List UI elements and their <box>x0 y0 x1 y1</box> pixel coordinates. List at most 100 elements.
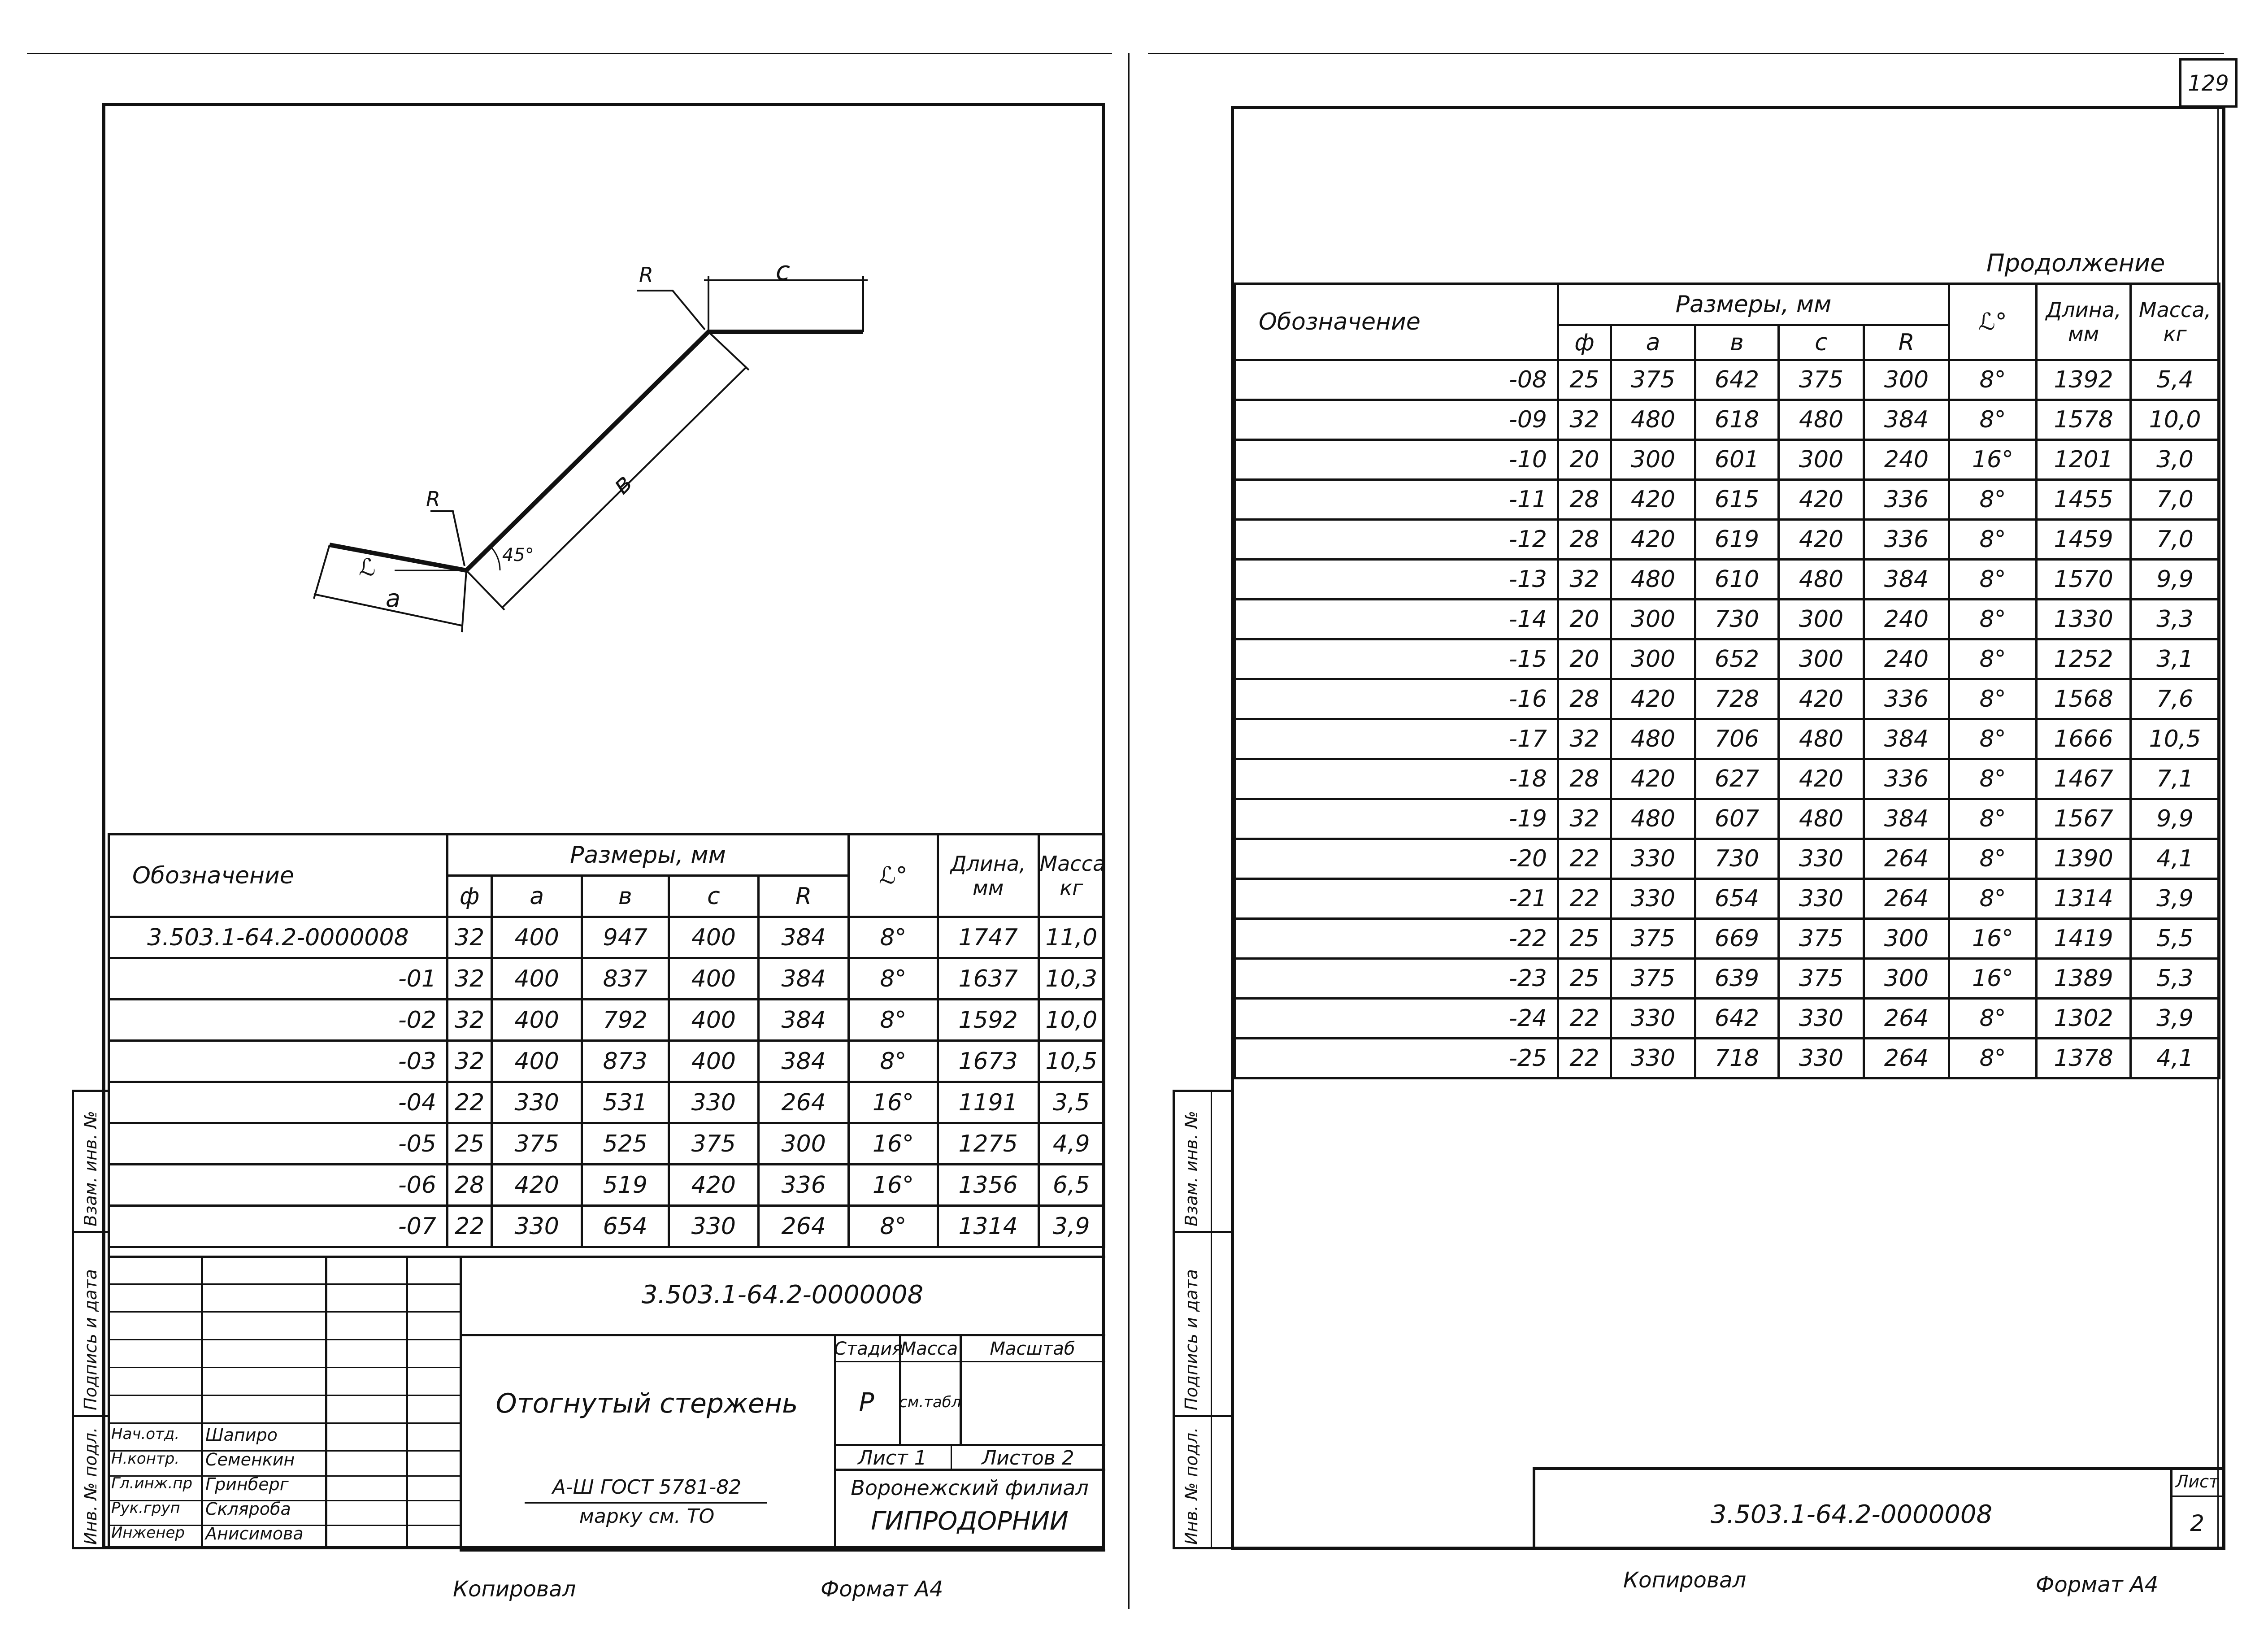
cell-alpha: 8° <box>1948 598 2038 640</box>
cell-length: 1201 <box>2035 439 2132 481</box>
cell-a: 300 <box>1610 598 1696 640</box>
col-header-length: Длина, мм <box>936 833 1040 918</box>
cell-mass: 3,9 <box>1037 1204 1106 1248</box>
dim-label-a: a <box>386 584 401 613</box>
right-sheet-label: Лист <box>2175 1472 2219 1491</box>
cell-r: 264 <box>1862 878 1951 920</box>
cell-des: -12 <box>1234 518 1559 561</box>
stamp-signature-date: Подпись и дата <box>81 1269 100 1410</box>
signer-role: Нач.отд. <box>111 1425 180 1443</box>
center-divider <box>1128 53 1130 1609</box>
radius-label-top: R <box>639 263 653 287</box>
tb-line <box>108 1422 460 1424</box>
cell-a: 480 <box>1610 718 1696 760</box>
cell-mass: 3,3 <box>2129 598 2221 640</box>
cell-a: 375 <box>1610 917 1696 960</box>
cell-a: 480 <box>1610 399 1696 441</box>
cell-c: 330 <box>1777 1037 1865 1079</box>
cell-phi: 32 <box>446 957 493 1000</box>
cell-a: 400 <box>491 998 583 1042</box>
cell-alpha: 8° <box>1948 718 2038 760</box>
cell-length: 1455 <box>2035 478 2132 521</box>
cell-des: -15 <box>1234 638 1559 680</box>
cell-b: 525 <box>581 1122 670 1165</box>
signer-role: Инженер <box>111 1524 185 1542</box>
cell-r: 300 <box>1862 957 1951 1000</box>
cell-mass: 3,0 <box>2129 439 2221 481</box>
cell-length: 1191 <box>936 1081 1040 1124</box>
cell-mass: 9,9 <box>2129 558 2221 600</box>
cell-a: 480 <box>1610 558 1696 600</box>
cell-mass: 9,9 <box>2129 798 2221 840</box>
cell-c: 420 <box>1777 678 1865 720</box>
cell-a: 420 <box>1610 478 1696 521</box>
tb-line <box>834 1334 836 1549</box>
cell-a: 300 <box>1610 638 1696 680</box>
dim-label-c: c <box>776 256 790 286</box>
cell-r: 336 <box>1862 758 1951 800</box>
cell-alpha: 8° <box>1948 878 2038 920</box>
cell-r: 264 <box>757 1204 850 1248</box>
right-copied-by: Копировал <box>1623 1568 1747 1593</box>
cell-length: 1568 <box>2035 678 2132 720</box>
cell-b: 654 <box>581 1204 670 1248</box>
cell-length: 1392 <box>2035 359 2132 401</box>
cell-b: 792 <box>581 998 670 1042</box>
cell-c: 420 <box>1777 478 1865 521</box>
cell-des: -21 <box>1234 878 1559 920</box>
cell-length: 1378 <box>2035 1037 2132 1079</box>
cell-phi: 22 <box>446 1081 493 1124</box>
cell-length: 1302 <box>2035 997 2132 1039</box>
cell-alpha: 8° <box>1948 678 2038 720</box>
col-header-designation: Обозначение <box>108 833 448 918</box>
cell-b: 618 <box>1694 399 1780 441</box>
tb-sheet: Лист 1 <box>858 1447 927 1469</box>
sub-header-b: в <box>581 874 670 918</box>
cell-a: 330 <box>491 1081 583 1124</box>
tb-line <box>108 1525 460 1526</box>
cell-r: 384 <box>1862 399 1951 441</box>
cell-des: -17 <box>1234 718 1559 760</box>
cell-b: 654 <box>1694 878 1780 920</box>
cell-a: 375 <box>1610 359 1696 401</box>
cell-c: 375 <box>1777 359 1865 401</box>
cell-b: 642 <box>1694 997 1780 1039</box>
tb-line <box>108 1256 1105 1258</box>
cell-mass: 7,0 <box>2129 478 2221 521</box>
cell-des: -19 <box>1234 798 1559 840</box>
sub-header-b: в <box>1694 324 1780 361</box>
cell-length: 1570 <box>2035 558 2132 600</box>
cell-length: 1459 <box>2035 518 2132 561</box>
tb-line <box>108 1367 460 1368</box>
cell-des: -24 <box>1234 997 1559 1039</box>
cell-phi: 28 <box>446 1163 493 1207</box>
tb-line <box>201 1256 203 1549</box>
col-header-length: Длина, мм <box>2035 283 2132 361</box>
col-header-alpha: ℒ° <box>847 833 939 918</box>
cell-phi: 22 <box>1557 878 1612 920</box>
cell-c: 400 <box>667 998 760 1042</box>
cell-r: 336 <box>1862 518 1951 561</box>
stamp-inv-original: Инв. № подл. <box>81 1427 100 1545</box>
tb-stage-label: Стадия <box>834 1339 903 1359</box>
tb-sheets: Листов 2 <box>982 1447 1074 1469</box>
cell-alpha: 8° <box>847 1039 939 1083</box>
cell-c: 480 <box>1777 798 1865 840</box>
sub-header-phi: ф <box>1557 324 1612 361</box>
cell-r: 384 <box>1862 798 1951 840</box>
cell-c: 480 <box>1777 399 1865 441</box>
cell-length: 1252 <box>2035 638 2132 680</box>
cell-mass: 10,0 <box>2129 399 2221 441</box>
cell-b: 730 <box>1694 838 1780 880</box>
cell-length: 1567 <box>2035 798 2132 840</box>
cell-phi: 22 <box>446 1204 493 1248</box>
cell-des: -10 <box>1234 439 1559 481</box>
cell-phi: 20 <box>1557 439 1612 481</box>
radius-label-bottom: R <box>426 487 440 511</box>
sub-header-c: c <box>667 874 760 918</box>
